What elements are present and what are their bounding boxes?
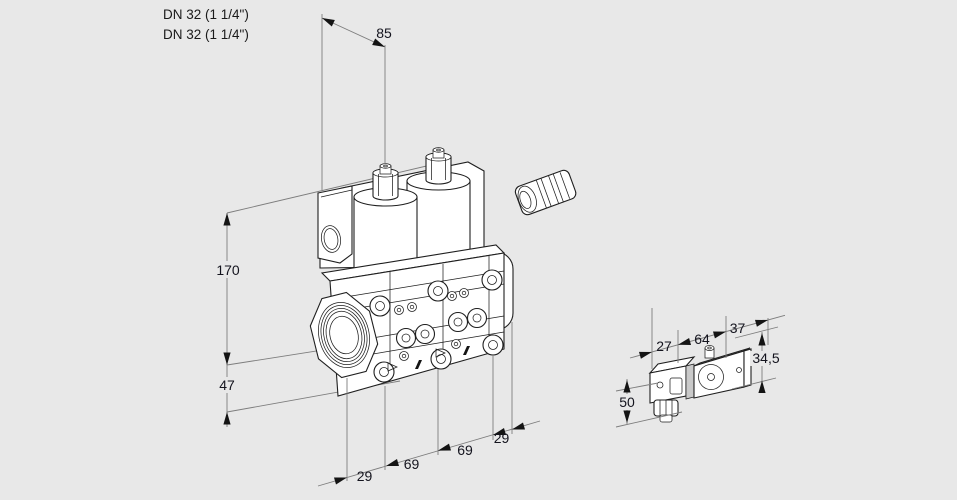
dim-47-label: 47 [219, 377, 235, 393]
dimension-top-width: 85 [320, 14, 392, 190]
dim-27-label: 27 [656, 338, 672, 354]
body-bolts [369, 269, 504, 383]
connector-body [693, 345, 752, 399]
plug-cable-gland [653, 399, 679, 423]
dim-29-left-label: 29 [357, 468, 373, 484]
pressure-ports [395, 307, 488, 349]
dimension-connector-top-chain: 27 64 37 [629, 308, 786, 369]
dim-64-label: 64 [694, 331, 710, 347]
dn-label-2: DN 32 (1 1/4") [163, 27, 249, 42]
dim-34-5-label: 34,5 [752, 350, 779, 366]
threaded-inlet-port [309, 291, 379, 379]
flow-direction-arrows [387, 346, 470, 372]
connector-seal-band [685, 363, 695, 400]
dimension-bottom-chain: 29 69 69 29 [317, 322, 541, 487]
mounting-bracket [317, 185, 353, 264]
connector-assembly [648, 345, 752, 423]
valve-assembly [309, 147, 577, 397]
test-points [394, 288, 469, 361]
dim-37-label: 37 [730, 320, 746, 336]
solenoid-coil-right [406, 147, 472, 274]
dn-label-1: DN 32 (1 1/4") [163, 7, 249, 22]
cable-gland-part [514, 169, 577, 216]
product-labels: DN 32 (1 1/4") DN 32 (1 1/4") [163, 7, 249, 42]
dim-170-label: 170 [216, 262, 240, 278]
plug-window [669, 377, 683, 395]
dim-69-left-label: 69 [404, 456, 420, 472]
connector-terminal-screw [704, 345, 715, 359]
connector-dial [698, 364, 724, 390]
dim-29-right-label: 29 [494, 430, 510, 446]
dim-85-label: 85 [376, 25, 392, 41]
valve-body [320, 244, 506, 397]
dimension-heights-left: 170 47 [213, 213, 243, 427]
dim-69-right-label: 69 [457, 442, 473, 458]
dimension-connector-height-right: 34,5 [731, 326, 782, 393]
port-bore [329, 315, 359, 355]
dimension-connector-height-left: 50 [614, 379, 683, 428]
dim-50-label: 50 [619, 394, 635, 410]
